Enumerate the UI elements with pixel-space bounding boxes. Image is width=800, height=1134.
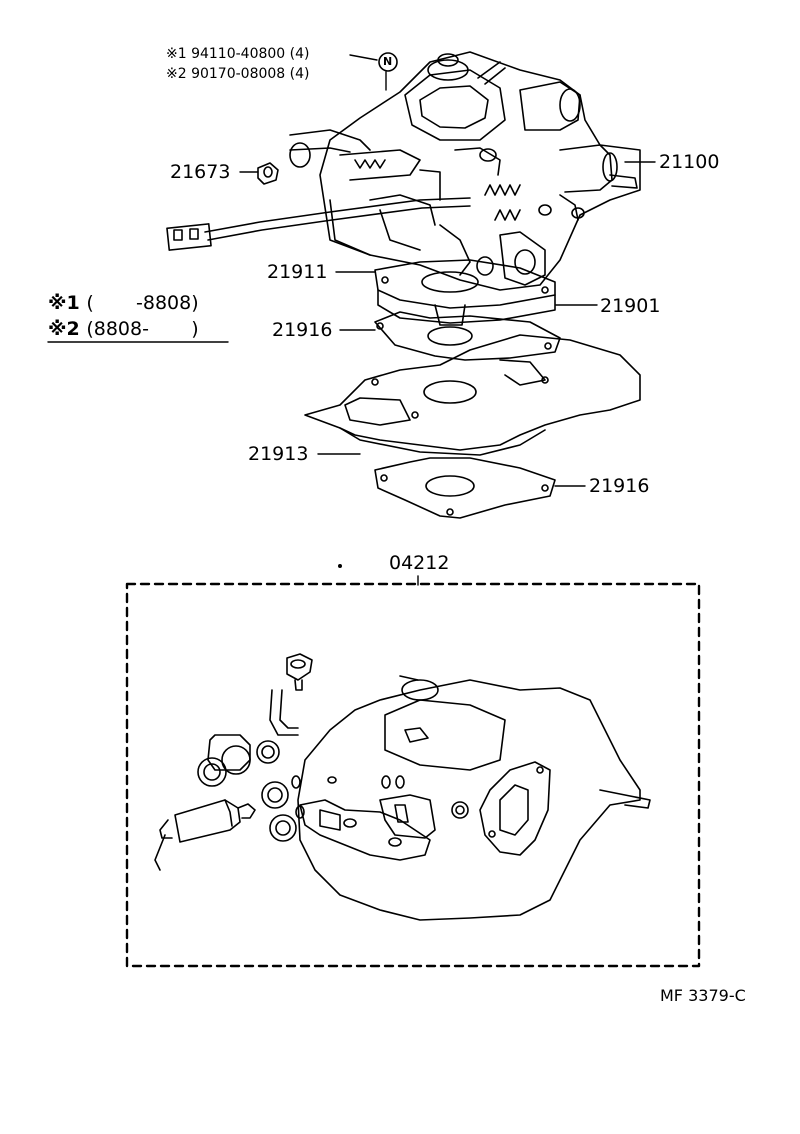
legend-mark-2: ※2 xyxy=(48,318,80,340)
n-mark-label: N xyxy=(383,55,393,68)
manifold-plate-21913-outline xyxy=(304,334,641,456)
legend-row-1: ※1 ( -8808) xyxy=(48,292,199,314)
label-21901: 21901 xyxy=(600,295,661,317)
label-21673: 21673 xyxy=(170,161,231,183)
note-2: ※2 90170-08008 (4) xyxy=(166,66,310,82)
stray-dot xyxy=(337,563,342,568)
figure-code: MF 3379-C xyxy=(660,986,746,1005)
label-21913: 21913 xyxy=(248,443,309,465)
legend-range-2: (8808- ) xyxy=(86,318,199,340)
label-21916-lower: 21916 xyxy=(589,475,650,497)
leader-lines-upper xyxy=(239,54,656,487)
label-21916-upper: 21916 xyxy=(272,319,333,341)
label-04212: 04212 xyxy=(389,552,450,574)
spacer-21901-outline xyxy=(377,289,556,326)
label-21100: 21100 xyxy=(659,151,720,173)
legend-row-2: ※2 (8808- ) xyxy=(48,318,199,340)
legend-range-1: ( -8808) xyxy=(86,292,199,314)
label-21911: 21911 xyxy=(267,261,328,283)
carburetor-assembly-illustration xyxy=(166,51,641,291)
gasket-kit-illustration xyxy=(154,653,651,921)
note-1: ※1 94110-40800 (4) xyxy=(166,46,310,62)
n-mark-circle xyxy=(378,52,398,72)
part-21673-sleeve xyxy=(257,162,279,185)
gasket-kit-box xyxy=(125,582,701,968)
gasket-21916-lower-outline xyxy=(374,457,556,519)
legend-mark-1: ※1 xyxy=(48,292,80,314)
gasket-21916-upper-outline xyxy=(374,311,561,361)
